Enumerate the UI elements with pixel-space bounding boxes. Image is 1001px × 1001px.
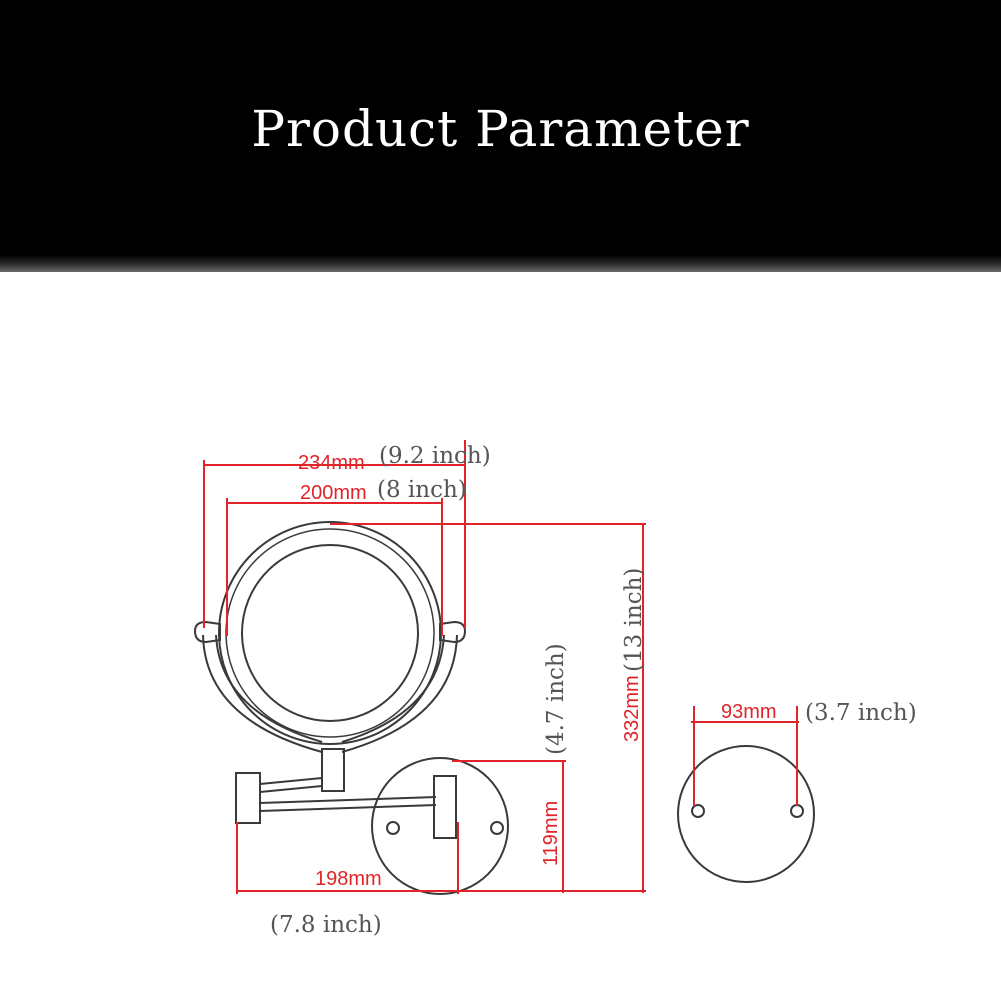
- arm-length-inch: (7.8 inch): [270, 912, 382, 938]
- right-pivot-knob: [439, 620, 467, 644]
- dimension-lines: [203, 440, 799, 894]
- outer-width-inch: (9.2 inch): [379, 443, 491, 469]
- base-height-inch: (4.7 inch): [543, 643, 569, 755]
- mirror-drawing: [193, 521, 815, 895]
- page-title: Product Parameter: [251, 100, 750, 158]
- dimension-labels: 234mm (9.2 inch) 200mm (8 inch) 332mm (1…: [270, 443, 917, 938]
- mirror-inner-rim: [225, 528, 435, 738]
- outer-width-mm: 234mm: [298, 452, 365, 474]
- mirror-yoke: [202, 634, 458, 753]
- arm-length-mm: 198mm: [315, 868, 382, 890]
- wall-plate-hole-left: [386, 821, 400, 835]
- left-pivot-knob: [193, 620, 221, 644]
- mirror-glass: [241, 544, 419, 722]
- total-height-mm: 332mm: [621, 675, 643, 742]
- mirror-outer-rim: [218, 521, 442, 745]
- total-height-inch: (13 inch): [621, 568, 647, 672]
- arm-joint-left: [235, 772, 261, 824]
- wall-plate: [371, 757, 509, 895]
- back-plate-hole-left: [691, 804, 705, 818]
- neck-block: [321, 748, 345, 792]
- mirror-diameter-mm: 200mm: [300, 482, 367, 504]
- header-banner: Product Parameter: [0, 0, 1001, 272]
- base-height-mm: 119mm: [540, 801, 562, 866]
- back-plate: [677, 745, 815, 883]
- hole-spacing-inch: (3.7 inch): [805, 700, 917, 726]
- hole-spacing-mm: 93mm: [721, 701, 777, 723]
- wall-plate-hole-right: [490, 821, 504, 835]
- back-plate-hole-right: [790, 804, 804, 818]
- mirror-diameter-inch: (8 inch): [377, 477, 467, 503]
- arm-joint-right: [433, 775, 457, 839]
